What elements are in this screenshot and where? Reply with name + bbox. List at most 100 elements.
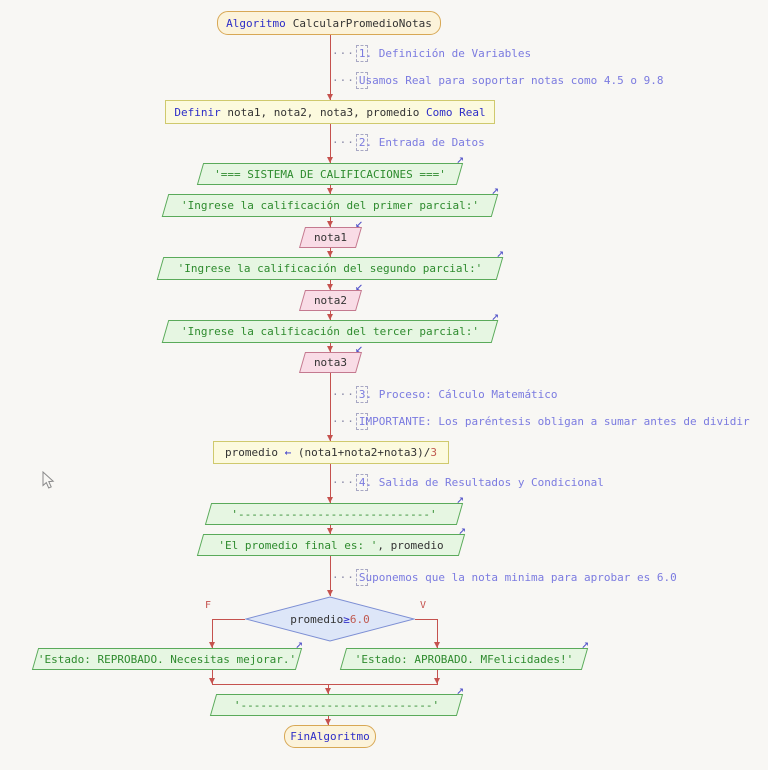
- output-arrow-icon: ↗: [581, 637, 589, 652]
- arrowhead-icon: [327, 188, 333, 194]
- comment-text: 2. Entrada de Datos: [358, 135, 485, 149]
- output-node-reprobado[interactable]: 'Estado: REPROBADO. Necesitas mejorar.' …: [31, 638, 303, 670]
- output-node-ask2[interactable]: 'Ingrese la calificación del segundo par…: [156, 247, 504, 280]
- output-text: 'Estado: REPROBADO. Necesitas mejorar.': [37, 652, 297, 666]
- comment-frame-icon: [355, 473, 368, 491]
- output-node-ask3[interactable]: 'Ingrese la calificación del tercer parc…: [161, 310, 499, 343]
- input-node-nota2[interactable]: nota2 ↙: [298, 280, 363, 311]
- input-arrow-icon: ↙: [355, 279, 363, 294]
- false-branch-label: F: [205, 600, 212, 611]
- input-node-nota1[interactable]: nota1 ↙: [298, 217, 363, 248]
- input-arrow-icon: ↙: [355, 341, 363, 356]
- arrowhead-icon: [327, 94, 333, 100]
- arrowhead-icon: [327, 528, 333, 534]
- arrowhead-icon: [327, 221, 333, 227]
- algoritmo-keyword: Algoritmo: [226, 16, 286, 30]
- arrowhead-icon: [327, 314, 333, 320]
- fin-algoritmo-label: FinAlgoritmo: [290, 730, 370, 743]
- input-variable: nota2: [313, 294, 348, 307]
- result-variable: , promedio: [377, 538, 444, 552]
- output-arrow-icon: ↗: [456, 492, 464, 507]
- arrowhead-icon: [327, 497, 333, 503]
- arrowhead-icon: [327, 284, 333, 290]
- comment-dots-icon: ···: [332, 387, 355, 401]
- comment-dots-icon: ···: [332, 46, 355, 60]
- comment-frame-icon: [355, 412, 368, 430]
- comment-text: Usamos Real para soportar notas como 4.5…: [358, 73, 664, 87]
- output-text: 'Ingrese la calificación del tercer parc…: [180, 325, 479, 338]
- comment-text: IMPORTANTE: Los paréntesis obligan a sum…: [358, 414, 750, 428]
- arrowhead-icon: [327, 346, 333, 352]
- true-branch-label: V: [420, 600, 427, 611]
- output-text: 'Ingrese la calificación del segundo par…: [177, 262, 483, 275]
- merge-line: [437, 670, 438, 684]
- output-node-result[interactable]: 'El promedio final es: ', promedio ↗: [196, 524, 466, 556]
- output-text: 'Ingrese la calificación del primer parc…: [180, 199, 479, 212]
- output-text: 'El promedio final es: ', promedio: [200, 534, 462, 556]
- comment-frame-icon: [355, 568, 368, 586]
- output-node-aprobado[interactable]: 'Estado: APROBADO. MFelicidades!' ↗: [339, 638, 589, 670]
- output-node-header[interactable]: '=== SISTEMA DE CALIFICACIONES ===' ↗: [196, 153, 464, 185]
- false-branch-line: [212, 619, 245, 620]
- decision-node[interactable]: promedio≥6.0: [244, 596, 416, 642]
- decision-value: 6.0: [349, 612, 370, 626]
- arrowhead-icon: [327, 157, 333, 163]
- assign-node[interactable]: promedio ← (nota1+nota2+nota3)/3: [213, 441, 449, 464]
- comment-frame-icon: [355, 133, 368, 151]
- assign-arrow: ←: [284, 446, 292, 459]
- comment-text: 1. Definición de Variables: [358, 46, 532, 60]
- arrowhead-icon: [209, 642, 215, 648]
- comment-frame-icon: [355, 71, 368, 89]
- end-node[interactable]: FinAlgoritmo: [284, 725, 376, 748]
- true-branch-line: [415, 619, 438, 620]
- output-arrow-icon: ↗: [496, 246, 504, 261]
- comment-proceso: ···3. Proceso: Cálculo Matemático: [332, 385, 558, 403]
- mouse-cursor-icon: [42, 470, 55, 493]
- decision-operator: ≥: [343, 612, 350, 626]
- input-variable: nota1: [313, 231, 348, 244]
- output-text: '-----------------------------': [231, 507, 437, 521]
- comment-suponemos: ···Suponemos que la nota minima para apr…: [332, 568, 677, 586]
- output-arrow-icon: ↗: [491, 309, 499, 324]
- output-arrow-icon: ↗: [458, 523, 466, 538]
- define-node[interactable]: Definir nota1, nota2, nota3, promedio Co…: [165, 100, 495, 124]
- comment-frame-icon: [355, 44, 368, 62]
- arrowhead-icon: [434, 678, 440, 684]
- algorithm-title: CalcularPromedioNotas: [292, 16, 432, 30]
- output-arrow-icon: ↗: [456, 152, 464, 167]
- output-arrow-icon: ↗: [491, 183, 499, 198]
- definir-keyword: Definir: [174, 105, 221, 119]
- output-arrow-icon: ↗: [295, 637, 303, 652]
- comment-definicion-variables: ···1. Definición de Variables: [332, 44, 531, 62]
- comment-salida: ···4. Salida de Resultados y Condicional: [332, 473, 604, 491]
- input-arrow-icon: ↙: [355, 216, 363, 231]
- comment-dots-icon: ···: [332, 73, 355, 87]
- arrowhead-icon: [209, 678, 215, 684]
- output-node-separator1[interactable]: '-----------------------------' ↗: [204, 493, 464, 525]
- flow-line: [330, 33, 331, 100]
- input-node-nota3[interactable]: nota3 ↙: [298, 342, 363, 373]
- comment-text: Suponemos que la nota minima para aproba…: [358, 570, 677, 584]
- como-real-keyword: Como Real: [426, 105, 486, 119]
- comment-text: 4. Salida de Resultados y Condicional: [358, 475, 604, 489]
- flow-line: [330, 122, 331, 163]
- comment-dots-icon: ···: [332, 570, 355, 584]
- flow-line: [330, 462, 331, 503]
- comment-usamos-real: ···Usamos Real para soportar notas como …: [332, 71, 664, 89]
- assign-expression: (nota1+nota2+nota3)/: [291, 446, 431, 459]
- arrowhead-icon: [325, 719, 331, 725]
- flow-line: [330, 556, 331, 596]
- output-node-ask1[interactable]: 'Ingrese la calificación del primer parc…: [161, 184, 499, 217]
- assign-number: 3: [430, 446, 437, 459]
- assign-lhs: promedio: [225, 446, 285, 459]
- decision-variable: promedio: [290, 612, 344, 626]
- output-arrow-icon: ↗: [456, 683, 464, 698]
- comment-dots-icon: ···: [332, 135, 355, 149]
- comment-frame-icon: [355, 385, 368, 403]
- merge-line: [212, 684, 438, 685]
- arrowhead-icon: [327, 435, 333, 441]
- define-variables: nota1, nota2, nota3, promedio: [220, 105, 427, 119]
- output-node-separator2[interactable]: '-----------------------------' ↗: [209, 684, 464, 716]
- start-node[interactable]: Algoritmo CalcularPromedioNotas: [217, 11, 441, 35]
